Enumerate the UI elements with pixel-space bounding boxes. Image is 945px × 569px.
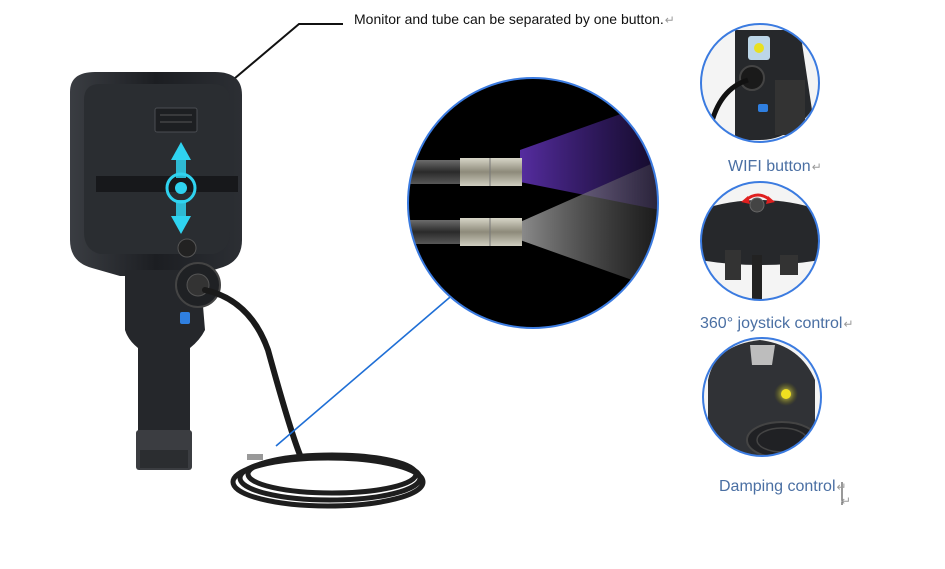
separation-arrow-icon	[165, 142, 197, 234]
damping-control-detail	[702, 337, 822, 457]
rotate-arrow-icon	[741, 193, 775, 204]
return-mark: ↵	[664, 13, 675, 27]
damping-control-label: Damping control↵	[719, 478, 847, 495]
trailing-return-mark: ↵	[841, 494, 852, 508]
separation-caption: Monitor and tube can be separated by one…	[354, 11, 675, 27]
coiled-cable	[230, 452, 426, 509]
endoscope-device	[70, 72, 242, 470]
joystick-detail	[700, 181, 820, 301]
wifi-button-label: WIFI button↵	[728, 158, 822, 175]
probe-zoom-circle	[407, 77, 659, 329]
wifi-button-detail	[700, 23, 820, 143]
probe-cable	[202, 287, 303, 458]
joystick-control-label: 360° joystick control↵	[700, 315, 854, 332]
separation-caption-text: Monitor and tube can be separated by one…	[354, 11, 664, 27]
probe-leader-line	[275, 291, 457, 447]
